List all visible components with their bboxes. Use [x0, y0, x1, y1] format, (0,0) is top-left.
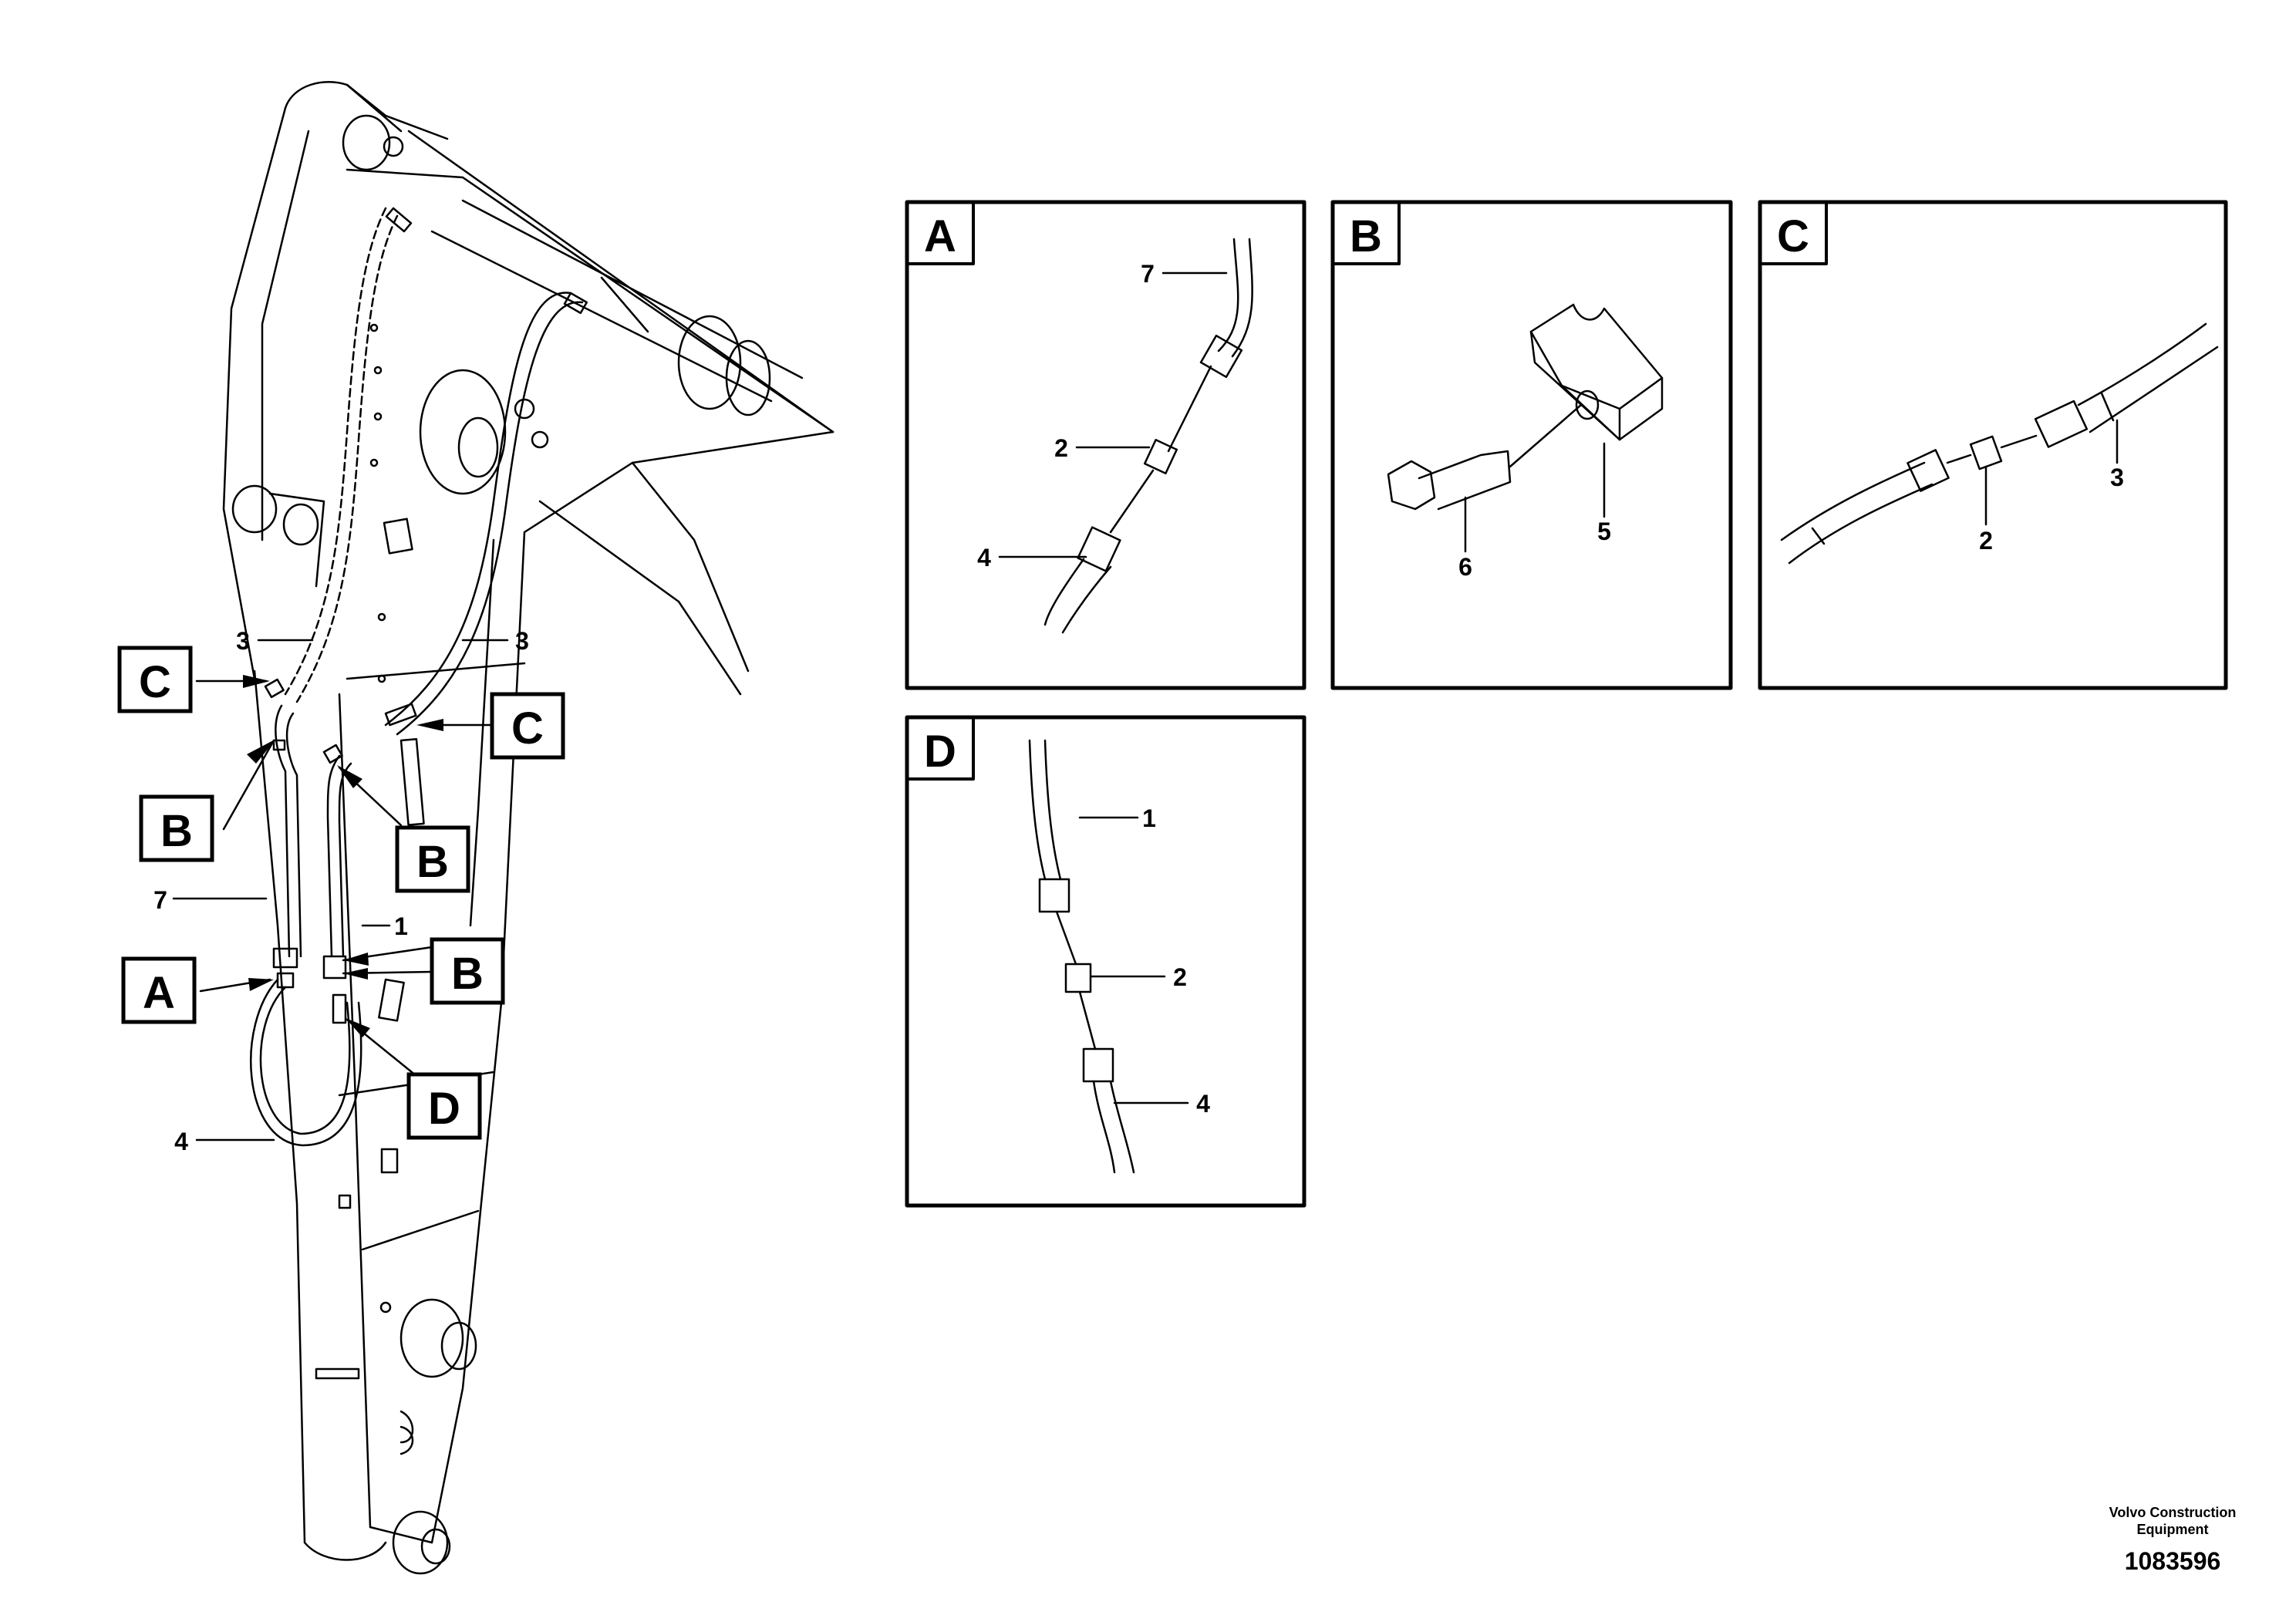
- svg-text:B: B: [416, 837, 449, 887]
- box-a-item-4: 4: [977, 544, 991, 572]
- callout-b-box-b: B: [1350, 211, 1382, 261]
- svg-text:B: B: [451, 949, 484, 999]
- main-arrowheads: [243, 675, 443, 1037]
- callout-d-box-d: D: [924, 727, 956, 777]
- main-callout-b-left: B: [139, 794, 214, 862]
- item-1-main: 1: [394, 912, 408, 940]
- box-d-item-4: 4: [1196, 1090, 1210, 1118]
- main-callout-b-right: B: [395, 825, 470, 893]
- detail-box-c: [1758, 200, 2228, 690]
- arm-hoses: [250, 207, 588, 1147]
- svg-text:D: D: [428, 1084, 460, 1134]
- main-callout-b-lower: B: [430, 937, 505, 1005]
- box-b-item-6: 6: [1458, 553, 1472, 581]
- detail-box-d: [905, 715, 1306, 1208]
- svg-text:A: A: [143, 968, 175, 1018]
- item-3-left: 3: [236, 627, 250, 655]
- box-a-item-2: 2: [1054, 434, 1068, 462]
- main-callout-c-right: C: [490, 692, 565, 760]
- box-d-item-1: 1: [1142, 804, 1156, 832]
- callout-c-box-c: C: [1777, 211, 1809, 261]
- excavator-arm: [222, 81, 834, 1575]
- item-4-main: 4: [174, 1128, 188, 1155]
- svg-text:B: B: [160, 806, 193, 856]
- box-c-item-3: 3: [2110, 464, 2124, 491]
- reference-number: 1083596: [2124, 1547, 2221, 1575]
- svg-text:C: C: [511, 703, 544, 754]
- main-callout-a: A: [121, 956, 197, 1024]
- brand-name-line2: Equipment: [2136, 1522, 2209, 1537]
- detail-box-a: [905, 200, 1306, 690]
- footer: Volvo Construction Equipment 1083596: [2072, 1504, 2273, 1576]
- item-3-right: 3: [515, 627, 529, 655]
- main-callout-c-left: C: [117, 646, 193, 713]
- box-c-item-2: 2: [1979, 527, 1993, 555]
- detail-box-b: [1330, 200, 1733, 690]
- brand-name-line1: Volvo Construction: [2109, 1505, 2237, 1520]
- callout-a-box-a: A: [924, 211, 956, 261]
- box-d-item-2: 2: [1173, 963, 1187, 991]
- box-b-item-5: 5: [1597, 518, 1611, 545]
- box-a-item-7: 7: [1141, 260, 1155, 288]
- svg-text:C: C: [139, 657, 171, 707]
- main-callout-d: D: [406, 1072, 482, 1140]
- item-7-main: 7: [153, 886, 167, 914]
